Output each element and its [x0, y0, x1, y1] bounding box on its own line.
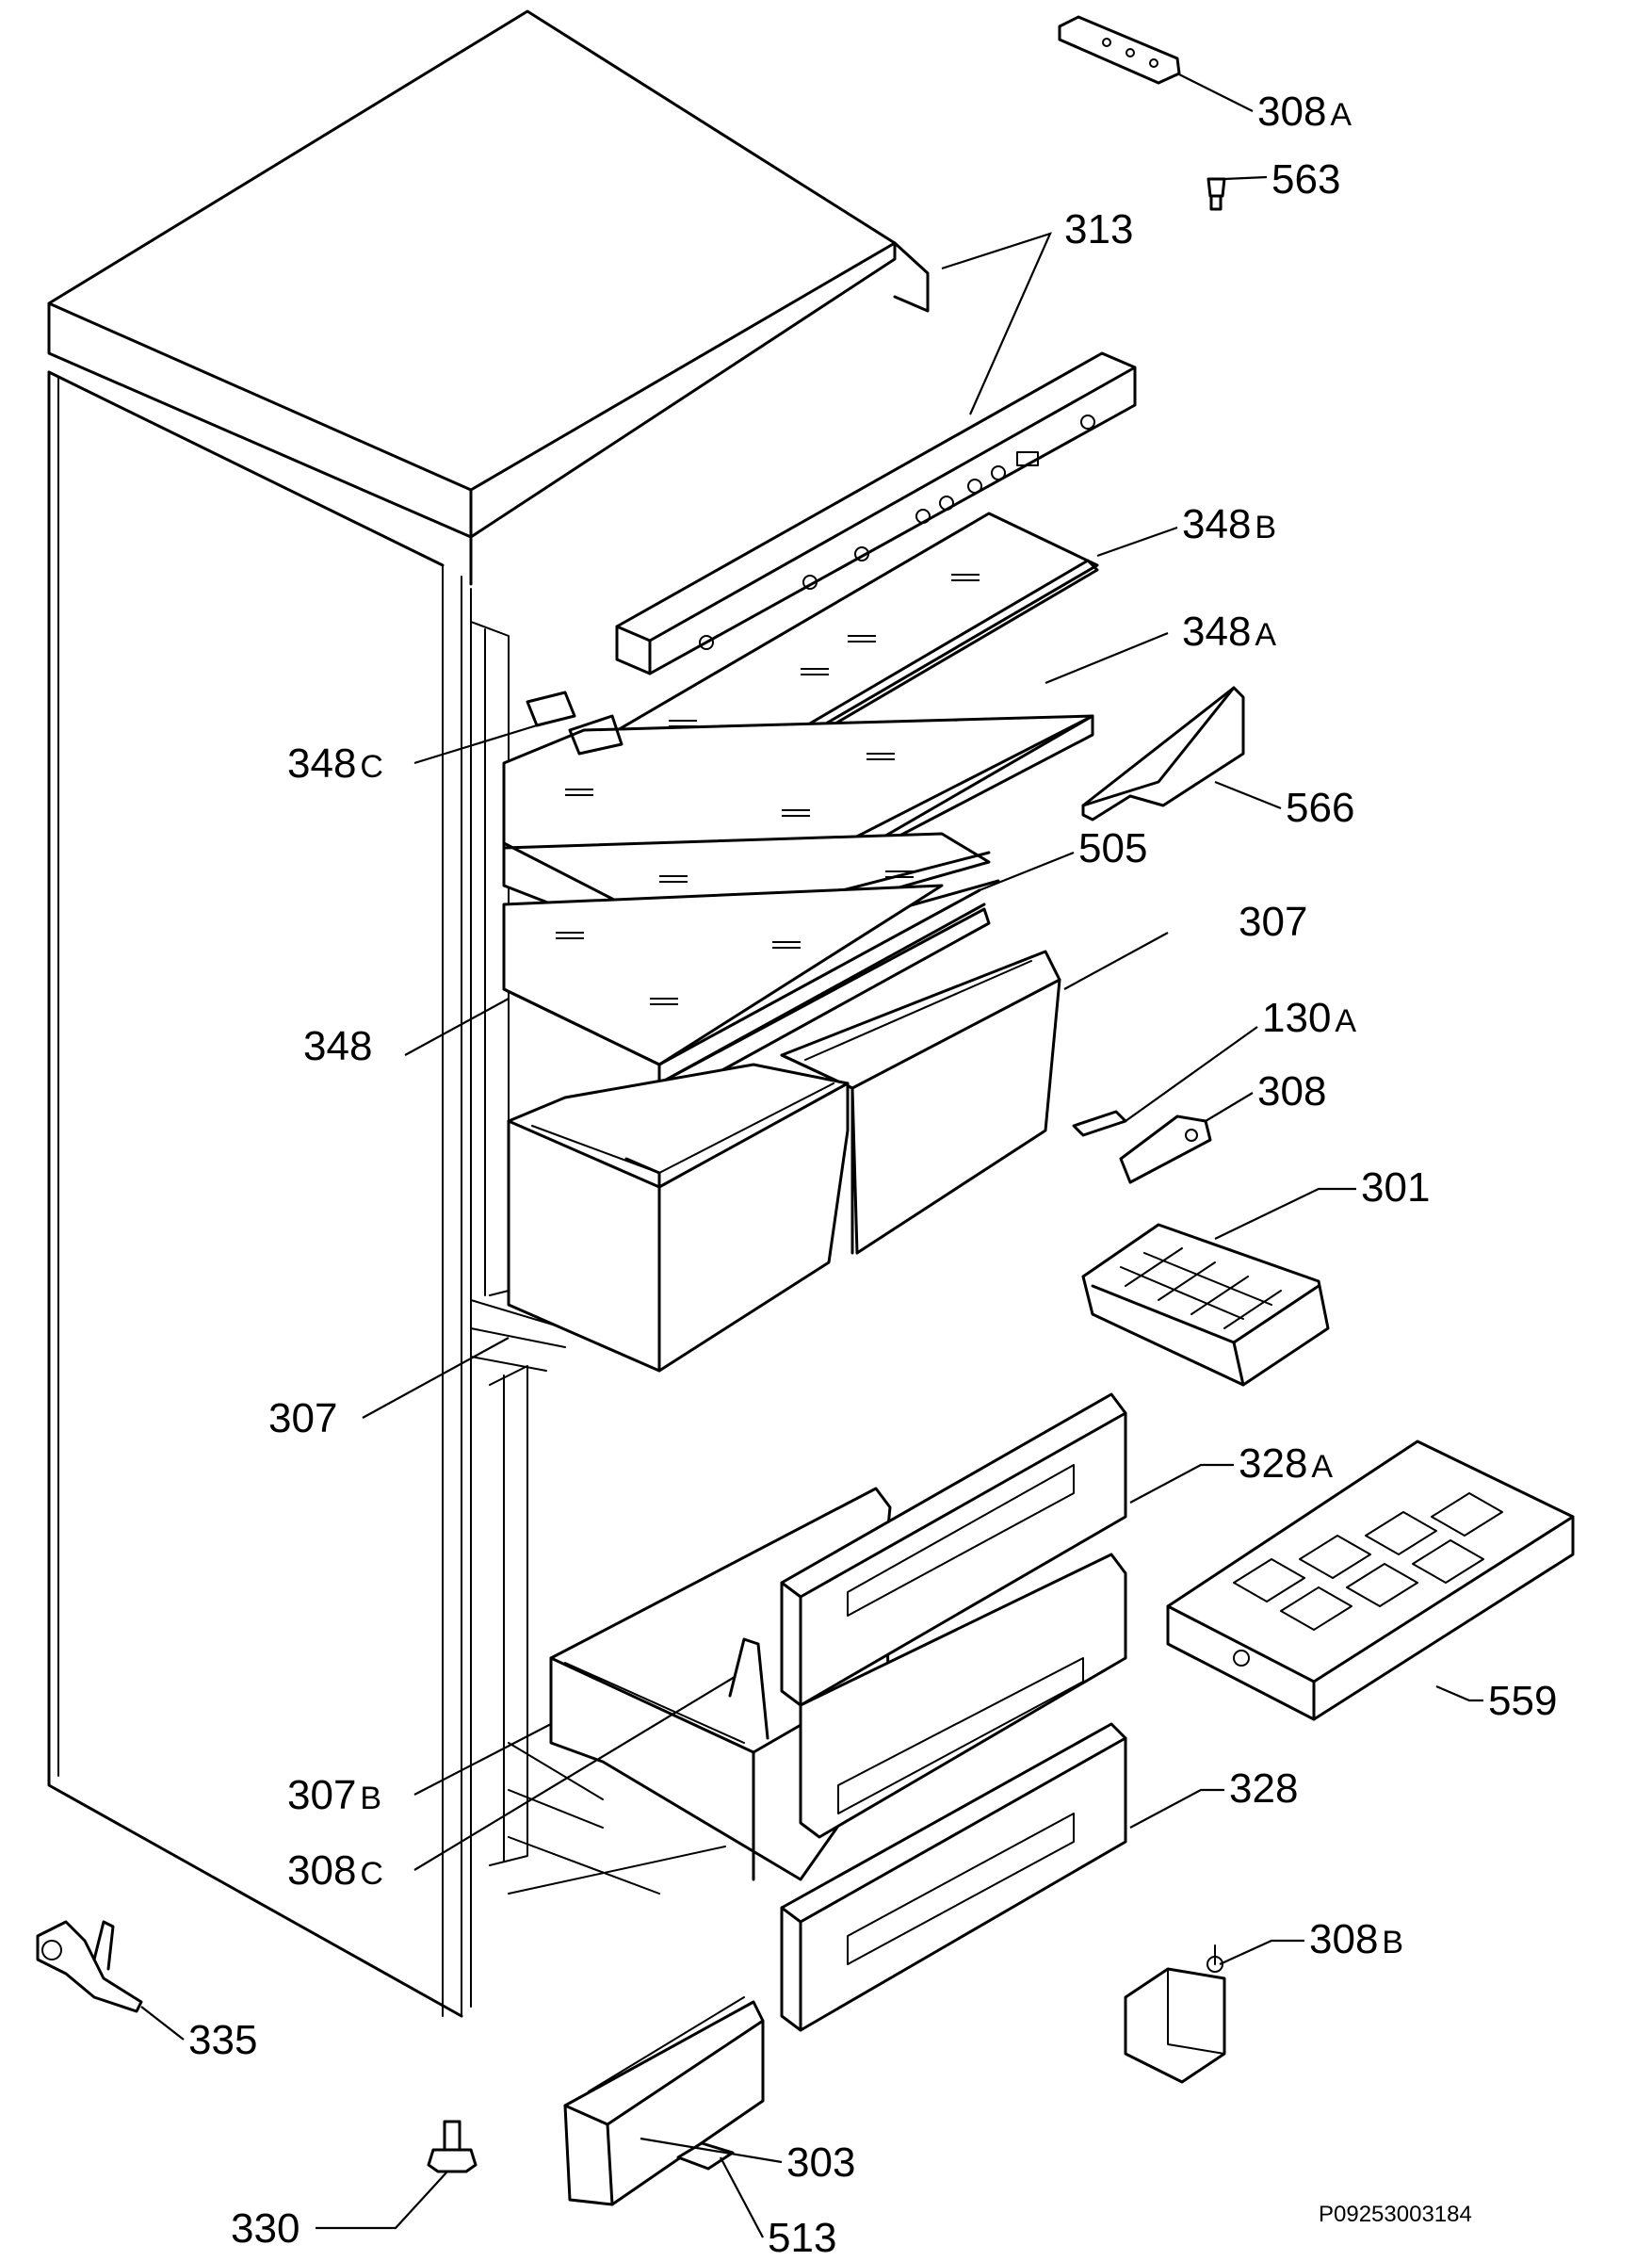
- hinge-bottom-right: [1124, 1944, 1226, 2084]
- hinge-pin-bracket: [1072, 1110, 1127, 1137]
- part-label-330: 330: [231, 2205, 300, 2252]
- part-label-308: 308: [1257, 1068, 1326, 1114]
- drawer-front-middle: [799, 1553, 1127, 1839]
- drawer-front-upper: [780, 1392, 1127, 1707]
- part-label-307-upper: 307: [1239, 899, 1307, 945]
- control-panel: [615, 351, 1137, 675]
- drawer-front-lower: [780, 1722, 1127, 2032]
- hinge-bottom-left: [36, 1920, 143, 2013]
- part-label-301: 301: [1361, 1164, 1430, 1211]
- part-label-563: 563: [1271, 156, 1340, 203]
- base-plinth: [563, 1996, 765, 2206]
- part-label-313: 313: [1064, 206, 1133, 252]
- adjustable-foot: [427, 2120, 478, 2173]
- freezer-pack: [1166, 1440, 1575, 1721]
- side-clip: [1081, 686, 1245, 821]
- glass-shelf-bottom: [502, 884, 986, 1085]
- part-label-513: 513: [768, 2215, 836, 2261]
- part-label-559: 559: [1488, 1678, 1557, 1724]
- part-label-328: 328: [1229, 1765, 1298, 1812]
- part-label-335: 335: [188, 2017, 257, 2063]
- document-code: P09253003184: [1319, 2202, 1472, 2227]
- part-label-307-lower: 307: [268, 1395, 337, 1441]
- hinge-middle: [1119, 1114, 1212, 1184]
- pin-screw: [1207, 177, 1226, 211]
- part-label-505: 505: [1078, 825, 1147, 871]
- hinge-top: [1058, 15, 1181, 85]
- ice-cube-tray: [1081, 1223, 1330, 1387]
- part-label-566: 566: [1286, 785, 1354, 831]
- part-label-348: 348: [303, 1023, 372, 1069]
- crisper-bin-right: [780, 950, 1061, 1255]
- part-label-303: 303: [786, 2139, 855, 2186]
- leader-lines: [140, 73, 1483, 2238]
- crisper-bin-left: [507, 1063, 850, 1373]
